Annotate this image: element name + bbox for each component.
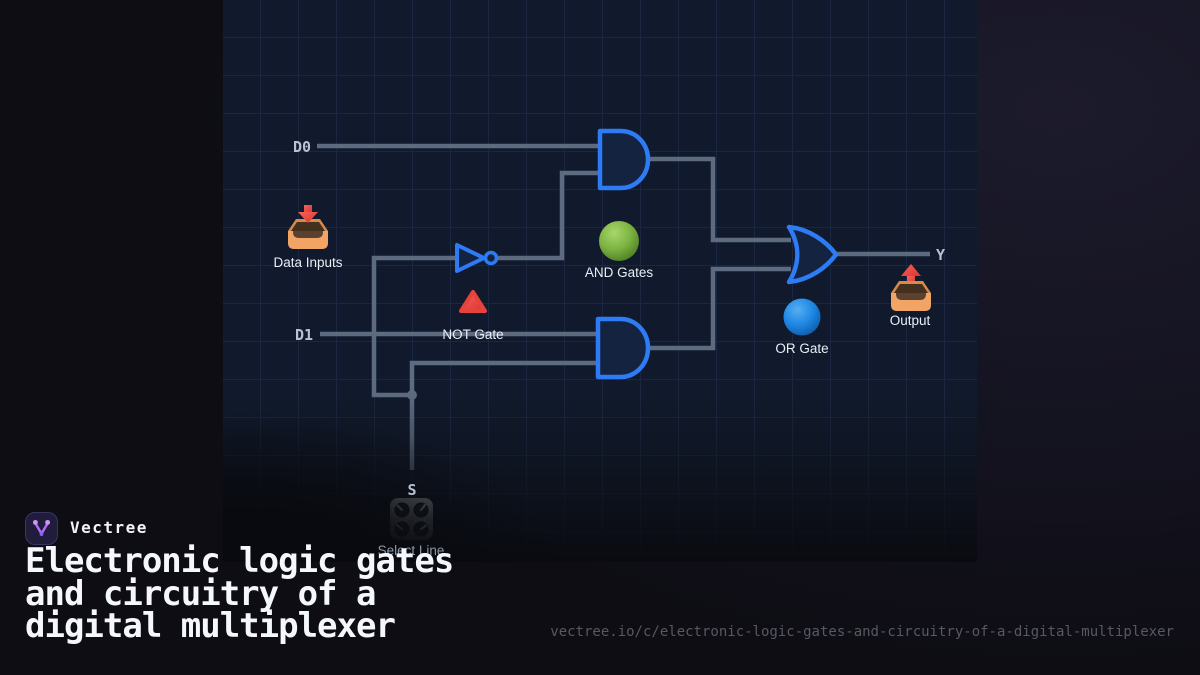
not-gate	[455, 243, 486, 273]
signal-label-d1: D1	[295, 326, 314, 344]
brand-name: Vectree	[70, 518, 148, 537]
or-gate-label: OR Gate	[775, 341, 829, 356]
not-gate-icon	[459, 290, 487, 313]
wire-and1-output	[648, 156, 791, 243]
not-gate-bubble	[483, 250, 499, 266]
signal-label-s: S	[407, 481, 417, 499]
select-line-icon	[390, 498, 433, 540]
title-line-1: Electronic logic gates	[25, 541, 454, 581]
and-gate-1	[597, 128, 651, 191]
output-label: Output	[889, 313, 931, 328]
branch-v-icon	[32, 519, 51, 537]
junction-dot	[407, 390, 417, 400]
wire-and2-output	[648, 266, 791, 351]
select-line-label: Select Line	[377, 543, 445, 558]
and-gates-icon	[599, 221, 639, 261]
not-gate-label: NOT Gate	[442, 327, 504, 342]
data-inputs-label: Data Inputs	[273, 255, 343, 270]
vectree-logo	[25, 512, 58, 545]
signal-label-y: Y	[936, 246, 946, 264]
or-gate	[786, 224, 839, 285]
signal-label-d0: D0	[293, 138, 312, 156]
wire-select	[409, 360, 599, 470]
wire-not-output	[497, 170, 601, 261]
title-line-3: digital multiplexer	[25, 606, 396, 646]
circuit-svg	[288, 128, 931, 540]
share-url: vectree.io/c/electronic-logic-gates-and-…	[550, 624, 1174, 640]
page-title: Electronic logic gates and circuitry of …	[25, 541, 454, 646]
diagram-canvas	[223, 0, 977, 562]
output-icon	[891, 264, 931, 311]
or-gate-icon	[783, 298, 821, 336]
data-inputs-icon	[288, 205, 328, 249]
and-gates-label: AND Gates	[584, 265, 654, 280]
title-line-2: and circuitry of a	[25, 573, 376, 614]
and-gate-2	[595, 316, 651, 380]
